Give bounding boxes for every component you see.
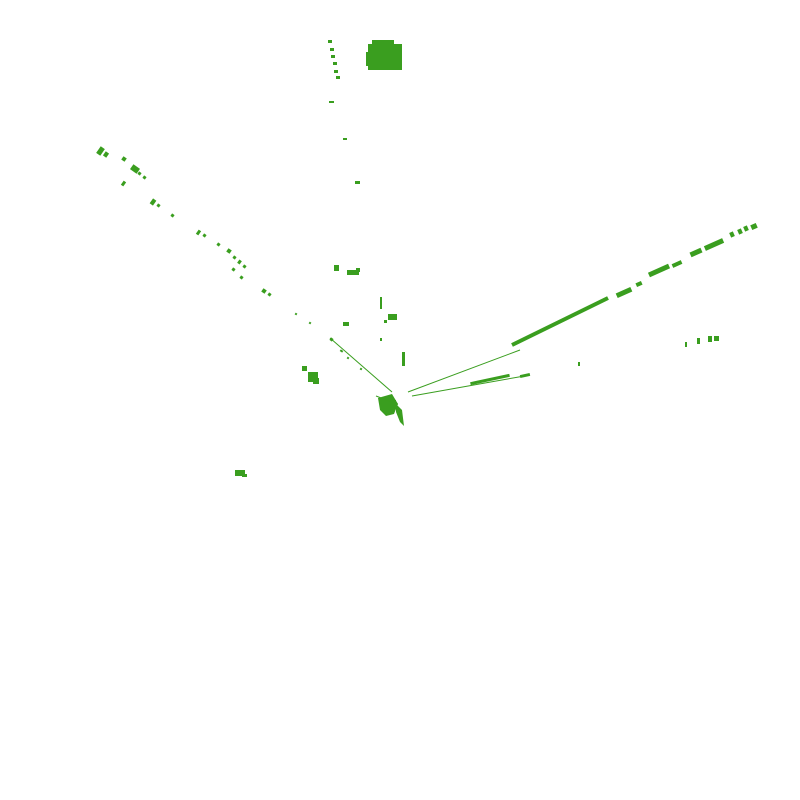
scan-dash — [330, 48, 334, 51]
scan-dash — [333, 62, 337, 65]
origin-cluster — [392, 400, 396, 403]
obstacle-cluster — [384, 320, 387, 323]
scan-dash — [697, 338, 700, 344]
scan-dash — [578, 362, 580, 366]
obstacle-cluster — [343, 322, 349, 326]
obstacle-cluster — [402, 352, 405, 366]
obstacle-cluster — [235, 470, 245, 476]
obstacle-cluster — [347, 270, 359, 275]
scan-dash — [714, 336, 719, 341]
obstacle-cluster — [356, 268, 360, 272]
scan-dash — [294, 312, 298, 316]
scan-dash — [328, 40, 332, 43]
scan-dash — [202, 233, 207, 238]
origin-cluster — [378, 394, 398, 416]
scan-dash — [237, 259, 242, 265]
obstacle-cluster — [302, 366, 307, 371]
scan-dash — [137, 171, 142, 176]
obstacle-cluster — [388, 314, 397, 320]
scan-dash — [267, 292, 272, 297]
scan-dash — [96, 146, 105, 156]
scan-dash — [120, 180, 127, 187]
obstacle-block — [366, 52, 372, 66]
obstacle-cluster — [242, 474, 247, 477]
obstacle-cluster — [380, 297, 382, 309]
scan-dash — [737, 228, 743, 235]
scan-dash — [647, 263, 671, 278]
scan-dash — [239, 275, 244, 280]
scan-dash — [336, 76, 340, 79]
scan-dash — [729, 231, 735, 238]
scan-dash — [142, 175, 147, 180]
obstacle-cluster — [308, 372, 318, 382]
scan-dash — [635, 280, 643, 288]
scan-dash — [685, 342, 687, 347]
obstacle-cluster — [313, 378, 319, 384]
scan-dash — [346, 356, 350, 360]
scan-dash — [261, 288, 267, 294]
scan-dash — [470, 373, 510, 386]
scan-dash — [231, 267, 236, 272]
scan-ray — [329, 337, 393, 393]
scan-dash — [519, 372, 531, 379]
scan-ray — [511, 296, 609, 347]
scan-dash — [703, 238, 725, 251]
obstacle-block — [372, 40, 394, 46]
scan-dash — [689, 247, 703, 258]
scan-dash — [359, 367, 363, 371]
origin-cluster — [375, 395, 393, 403]
scan-dash — [743, 225, 749, 232]
scan-dash — [355, 181, 360, 184]
obstacle-block — [368, 44, 402, 70]
scan-dash — [156, 203, 161, 208]
scan-dash — [170, 213, 175, 218]
scan-dash — [195, 229, 202, 236]
scan-dash — [232, 255, 237, 260]
scan-dash — [331, 55, 335, 58]
scan-dash — [226, 248, 232, 254]
scan-dash — [671, 260, 683, 268]
scan-dash — [121, 156, 127, 162]
scan-dash — [334, 70, 338, 73]
scan-dash — [130, 164, 140, 174]
scan-dash — [343, 138, 347, 140]
obstacle-cluster — [380, 338, 382, 341]
scan-dash — [216, 242, 221, 247]
scan-features — [96, 40, 758, 477]
origin-cluster — [396, 404, 404, 426]
scan-dash — [149, 198, 157, 206]
scan-ray — [411, 374, 531, 397]
scan-dash — [750, 222, 758, 231]
obstacle-cluster — [334, 265, 339, 271]
scan-dash — [615, 286, 633, 299]
scan-ray — [407, 349, 521, 393]
scan-dash — [102, 151, 110, 158]
scan-dash — [329, 101, 334, 103]
scan-dash — [242, 264, 247, 269]
scan-dash — [708, 336, 712, 342]
scan-dash — [308, 321, 312, 325]
scan-dash — [339, 349, 344, 353]
